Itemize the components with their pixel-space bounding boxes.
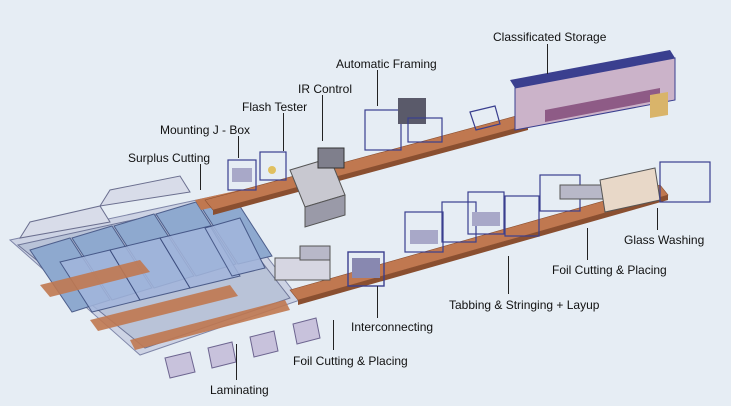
label-laminating: Laminating	[210, 383, 269, 397]
label-classificated-storage: Classificated Storage	[493, 30, 607, 44]
leader-mounting-jbox	[238, 136, 239, 158]
label-mounting-jbox: Mounting J - Box	[160, 123, 251, 137]
tabbing-stringing-stations	[404, 191, 540, 253]
surplus-cutting-station	[227, 159, 257, 191]
leader-tabbing-stringing	[508, 256, 509, 294]
glass-washing-station	[599, 161, 711, 213]
interconnecting-station	[347, 251, 385, 287]
leader-glass-washing	[657, 208, 658, 230]
automatic-framing-station	[364, 98, 501, 151]
leader-surplus-cutting	[200, 164, 201, 190]
leader-ir-control	[322, 95, 323, 141]
leader-classificated-storage	[547, 44, 548, 74]
label-ir-control: IR Control	[298, 82, 353, 96]
mounting-jbox-station	[259, 151, 287, 181]
label-flash-tester: Flash Tester	[242, 100, 308, 114]
cooling-boxes	[164, 317, 321, 379]
leader-automatic-framing	[377, 70, 378, 106]
foil-cutting-bottom-station	[274, 245, 331, 281]
leader-foil-cutting-right	[587, 228, 588, 260]
leader-flash-tester	[283, 113, 284, 151]
upper-conveyor	[204, 114, 529, 215]
label-surplus-cutting: Surplus Cutting	[128, 151, 211, 165]
label-foil-cutting-placing-right: Foil Cutting & Placing	[552, 263, 667, 277]
leader-interconnecting	[377, 286, 378, 318]
flash-tester-station	[289, 157, 346, 228]
laminator-array	[8, 175, 301, 356]
leader-laminating	[236, 344, 237, 380]
label-tabbing-stringing-layup: Tabbing & Stringing + Layup	[449, 298, 600, 312]
label-glass-washing: Glass Washing	[624, 233, 705, 247]
label-foil-cutting-placing-bottom: Foil Cutting & Placing	[293, 354, 408, 368]
ir-control-station	[317, 147, 345, 169]
leader-foil-cutting-bottom	[333, 320, 334, 350]
label-automatic-framing: Automatic Framing	[336, 57, 437, 71]
classificated-storage	[510, 50, 676, 131]
label-interconnecting: Interconnecting	[351, 320, 434, 334]
